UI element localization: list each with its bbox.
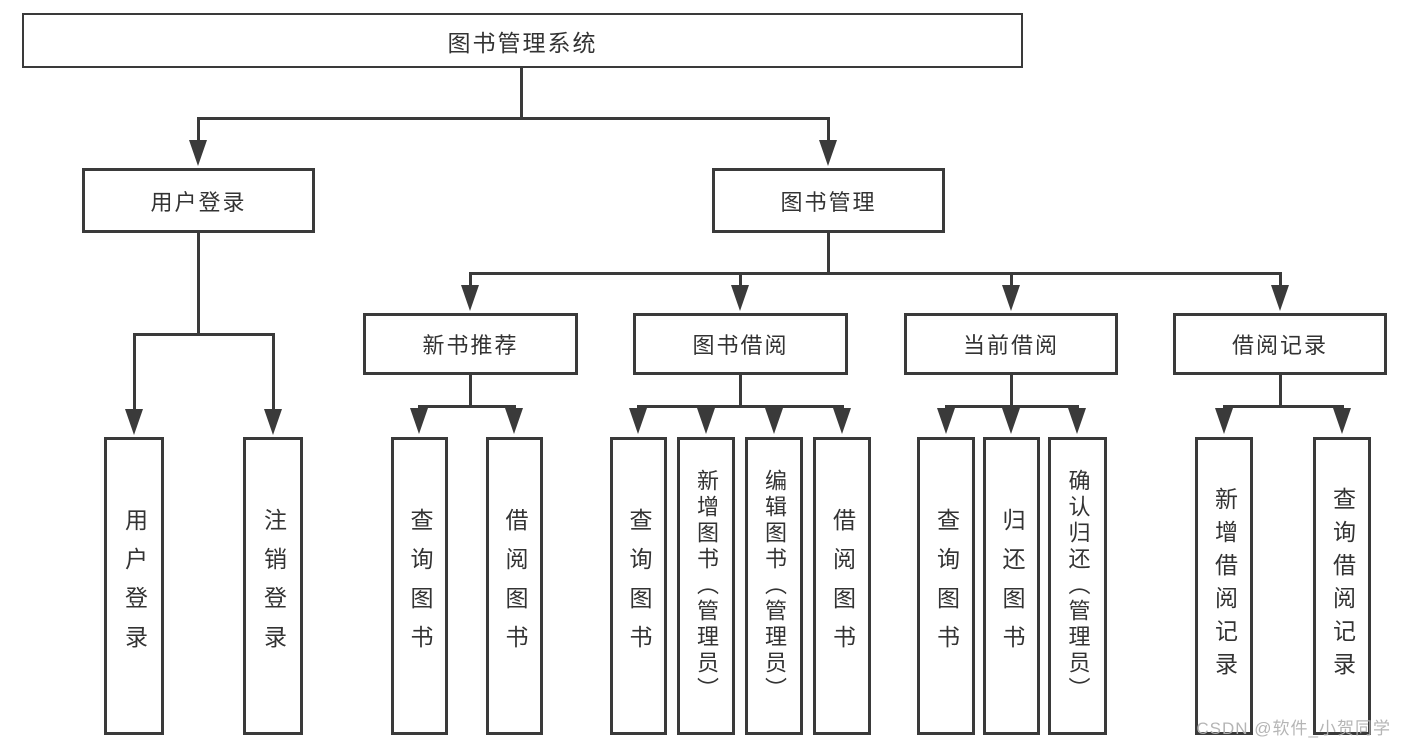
node-user-login: 用户登录 [82,168,315,233]
connector-drop-current-borrow [1010,272,1013,286]
node-add-book-admin-label: 新增图书（管理员） [694,469,719,703]
connector-drop-book-borrow [739,272,742,286]
node-current-borrow: 当前借阅 [904,313,1118,375]
node-query-books-2: 查询图书 [610,437,667,735]
connector-book-mgmt-stem [827,231,830,275]
node-user-login-label: 用户登录 [150,189,247,215]
arrow-down-icon [125,409,143,435]
arrow-down-icon [505,408,523,434]
node-borrow-books-2: 借阅图书 [813,437,871,735]
connector-drop-login-leaf [133,333,136,409]
node-borrow-books-1: 借阅图书 [486,437,543,735]
arrow-down-icon [765,408,783,434]
node-user-login-leaf-label: 用户登录 [121,508,148,664]
connector-root-stem [520,66,523,119]
connector-root-rail [197,117,830,120]
node-current-borrow-label: 当前借阅 [962,333,1059,358]
node-add-borrow-record-label: 新增借阅记录 [1211,487,1238,685]
arrow-down-icon [1002,285,1020,311]
node-return-book: 归还图书 [983,437,1040,735]
node-new-book-recommend: 新书推荐 [363,313,578,375]
arrow-down-icon [410,408,428,434]
node-root: 图书管理系统 [22,13,1023,68]
arrow-down-icon [629,408,647,434]
connector-book-mgmt-rail [469,272,1282,275]
arrow-down-icon [697,408,715,434]
node-root-label: 图书管理系统 [447,29,598,56]
node-query-borrow-record-label: 查询借阅记录 [1329,487,1356,685]
connector-drop-book-management [827,117,830,142]
node-query-books-3-label: 查询图书 [933,508,960,664]
arrow-down-icon [1002,408,1020,434]
connector-user-login-stem [197,231,200,335]
connector-user-login-rail [133,333,274,336]
arrow-down-icon [833,408,851,434]
connector-drop-logout-leaf [272,333,275,409]
node-edit-book-admin-label: 编辑图书（管理员） [762,469,787,703]
node-query-books-1: 查询图书 [391,437,448,735]
connector-drop-user-login [197,117,200,142]
arrow-down-icon [189,140,207,166]
node-query-books-1-label: 查询图书 [407,508,433,664]
connector-book-borrow-rail [637,405,844,408]
connector-borrow-records-rail [1223,405,1344,408]
node-confirm-return-admin-label: 确认归还（管理员） [1065,469,1091,703]
connector-current-borrow-stem [1010,373,1013,407]
node-new-book-recommend-label: 新书推荐 [422,333,519,358]
arrow-down-icon [937,408,955,434]
arrow-down-icon [1333,408,1351,434]
node-borrow-records: 借阅记录 [1173,313,1387,375]
arrow-down-icon [1271,285,1289,311]
connector-current-borrow-rail [945,405,1079,408]
node-add-borrow-record: 新增借阅记录 [1195,437,1253,735]
node-book-borrow: 图书借阅 [633,313,848,375]
node-query-books-2-label: 查询图书 [626,508,652,664]
connector-borrow-records-stem [1279,373,1282,407]
node-query-books-3: 查询图书 [917,437,975,735]
arrow-down-icon [1068,408,1086,434]
arrow-down-icon [264,409,282,435]
connector-drop-borrow-records [1279,272,1282,286]
node-user-login-leaf: 用户登录 [104,437,164,735]
node-logout-leaf-label: 注销登录 [260,508,287,664]
connector-new-book-rail [418,405,516,408]
arrow-down-icon [731,285,749,311]
node-borrow-books-2-label: 借阅图书 [829,508,856,664]
node-return-book-label: 归还图书 [999,508,1025,664]
csdn-watermark: CSDN @软件_小贺同学 [1196,719,1391,738]
node-edit-book-admin: 编辑图书（管理员） [745,437,803,735]
node-borrow-records-label: 借阅记录 [1231,333,1328,358]
node-add-book-admin: 新增图书（管理员） [677,437,735,735]
arrow-down-icon [1215,408,1233,434]
connector-drop-new-book [469,272,472,286]
connector-new-book-stem [469,373,472,407]
node-borrow-books-1-label: 借阅图书 [502,508,528,664]
node-book-borrow-label: 图书借阅 [692,333,789,358]
node-query-borrow-record: 查询借阅记录 [1313,437,1371,735]
connector-book-borrow-stem [739,373,742,407]
arrow-down-icon [819,140,837,166]
node-logout-leaf: 注销登录 [243,437,303,735]
node-confirm-return-admin: 确认归还（管理员） [1048,437,1107,735]
node-book-management: 图书管理 [712,168,945,233]
arrow-down-icon [461,285,479,311]
node-book-management-label: 图书管理 [780,189,877,215]
